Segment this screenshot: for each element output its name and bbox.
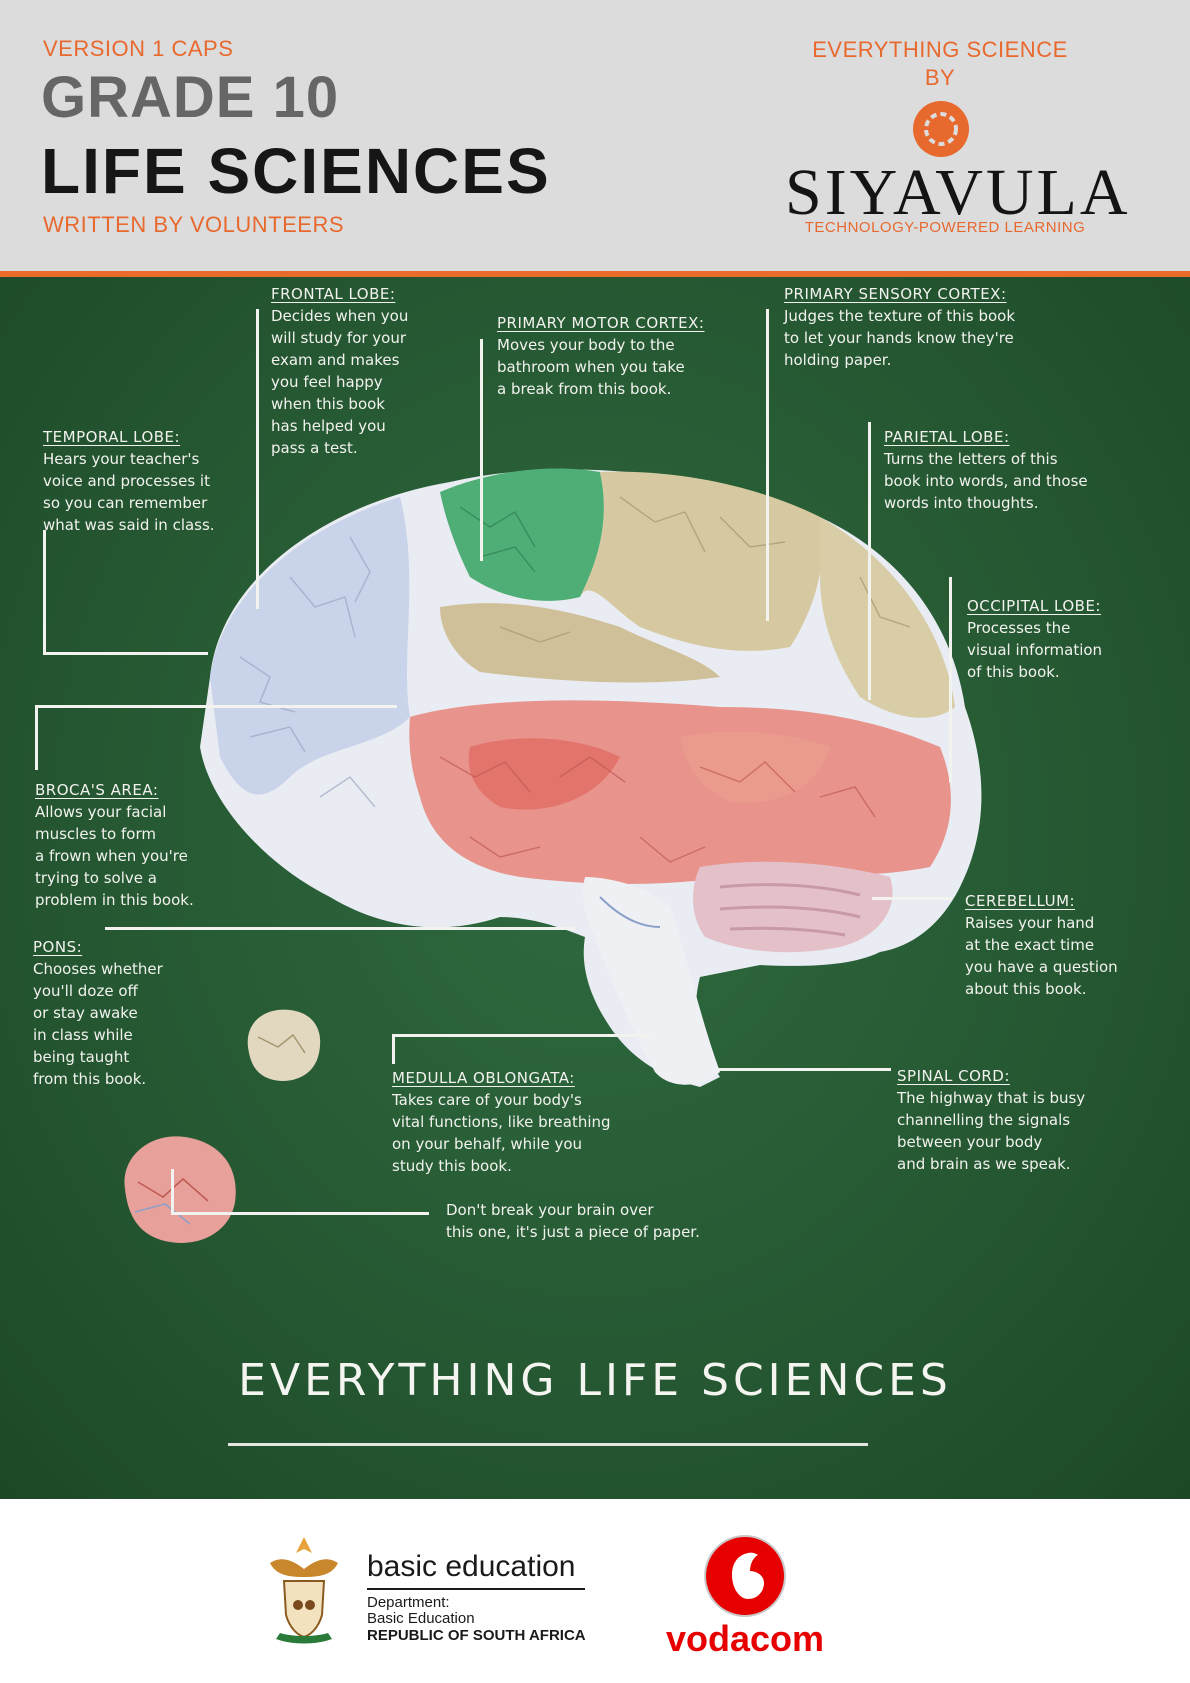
brocas-area-title: BROCA'S AREA: <box>35 781 159 799</box>
vodacom-logo-icon <box>704 1535 786 1617</box>
temporal-lobe-title: TEMPORAL LOBE: <box>43 428 181 446</box>
motor-leader <box>480 339 483 561</box>
publisher-name: SIYAVULA <box>785 156 1131 229</box>
spinal-leader <box>716 1068 891 1071</box>
cerebellum-title: CEREBELLUM: <box>965 892 1076 910</box>
version-label: VERSION 1 CAPS <box>43 36 234 61</box>
paper-joke-annotation: Don't break your brain over this one, it… <box>446 1201 700 1241</box>
cerebellum-annotation: CEREBELLUM: Raises your hand at the exac… <box>965 892 1118 998</box>
dbe-title: basic education <box>367 1550 576 1583</box>
sponsor-strip <box>0 1499 1190 1683</box>
medulla-leader-h <box>392 1034 652 1037</box>
sensory-leader <box>766 309 769 621</box>
sensory-cortex-title: PRIMARY SENSORY CORTEX: <box>784 285 1007 303</box>
publisher-tagline: TECHNOLOGY-POWERED LEARNING <box>804 219 1086 236</box>
paper-ball-beige <box>247 1009 321 1081</box>
frontal-lobe-title: FRONTAL LOBE: <box>271 285 396 303</box>
parietal-lobe-annotation: PARIETAL LOBE: Turns the letters of this… <box>884 428 1088 512</box>
temporal-leader-h <box>43 652 208 655</box>
temporal-lobe-annotation: TEMPORAL LOBE: Hears your teacher's voic… <box>43 428 215 534</box>
series-label: EVERYTHING SCIENCE BY <box>790 36 1090 92</box>
subject-title: LIFE SCIENCES <box>41 135 551 207</box>
paper-ball-pink <box>124 1136 236 1243</box>
board-title: EVERYTHING LIFE SCIENCES <box>238 1355 952 1406</box>
dbe-country: REPUBLIC OF SOUTH AFRICA <box>367 1627 586 1644</box>
occipital-lobe-title: OCCIPITAL LOBE: <box>967 597 1101 615</box>
broca-leader-h <box>35 705 397 708</box>
occipital-leader <box>949 577 952 782</box>
siyavula-logo-icon <box>913 101 969 157</box>
occipital-lobe-annotation: OCCIPITAL LOBE: Processes the visual inf… <box>967 597 1103 681</box>
broca-leader-v <box>35 705 38 770</box>
grade-heading: GRADE 10 <box>41 65 340 130</box>
motor-cortex-annotation: PRIMARY MOTOR CORTEX: Moves your body to… <box>497 314 705 398</box>
frontal-leader <box>256 309 259 609</box>
everything-science-text: EVERYTHING SCIENCE <box>812 37 1068 62</box>
parietal-leader <box>868 422 871 700</box>
medulla-oblongata-annotation: MEDULLA OBLONGATA: Takes care of your bo… <box>392 1069 611 1175</box>
chalkboard: FRONTAL LOBE: Decides when you will stud… <box>0 277 1190 1499</box>
pons-annotation: PONS: Chooses whether you'll doze off or… <box>33 938 163 1088</box>
spinal-cord-title: SPINAL CORD: <box>897 1067 1010 1085</box>
board-title-underline <box>228 1443 868 1446</box>
pons-leader <box>105 927 575 930</box>
medulla-oblongata-title: MEDULLA OBLONGATA: <box>392 1069 575 1087</box>
header-divider <box>0 271 1190 277</box>
parietal-lobe-title: PARIETAL LOBE: <box>884 428 1010 446</box>
motor-cortex-title: PRIMARY MOTOR CORTEX: <box>497 314 705 332</box>
temporal-leader-v <box>43 530 46 655</box>
cerebellum-leader <box>872 897 952 900</box>
frontal-lobe-annotation: FRONTAL LOBE: Decides when you will stud… <box>271 285 409 457</box>
medulla-leader-v <box>392 1034 395 1064</box>
dbe-rule <box>367 1588 585 1590</box>
dbe-department: Department: Basic Education <box>367 1594 475 1627</box>
spinal-cord-annotation: SPINAL CORD: The highway that is busy ch… <box>897 1067 1086 1173</box>
paper-leader-v <box>171 1169 174 1214</box>
paper-leader-h <box>171 1212 429 1215</box>
brocas-area-annotation: BROCA'S AREA: Allows your facial muscles… <box>35 781 194 909</box>
by-text: BY <box>924 65 956 90</box>
crumpled-paper-brain-illustration <box>124 468 982 1243</box>
written-by-label: WRITTEN BY VOLUNTEERS <box>43 212 345 237</box>
vodacom-wordmark: vodacom <box>665 1618 825 1659</box>
pons-title: PONS: <box>33 938 83 956</box>
cover-header: VERSION 1 CAPS GRADE 10 LIFE SCIENCES WR… <box>0 0 1190 271</box>
sensory-cortex-annotation: PRIMARY SENSORY CORTEX: Judges the textu… <box>784 285 1016 369</box>
coat-of-arms-icon <box>270 1537 338 1644</box>
